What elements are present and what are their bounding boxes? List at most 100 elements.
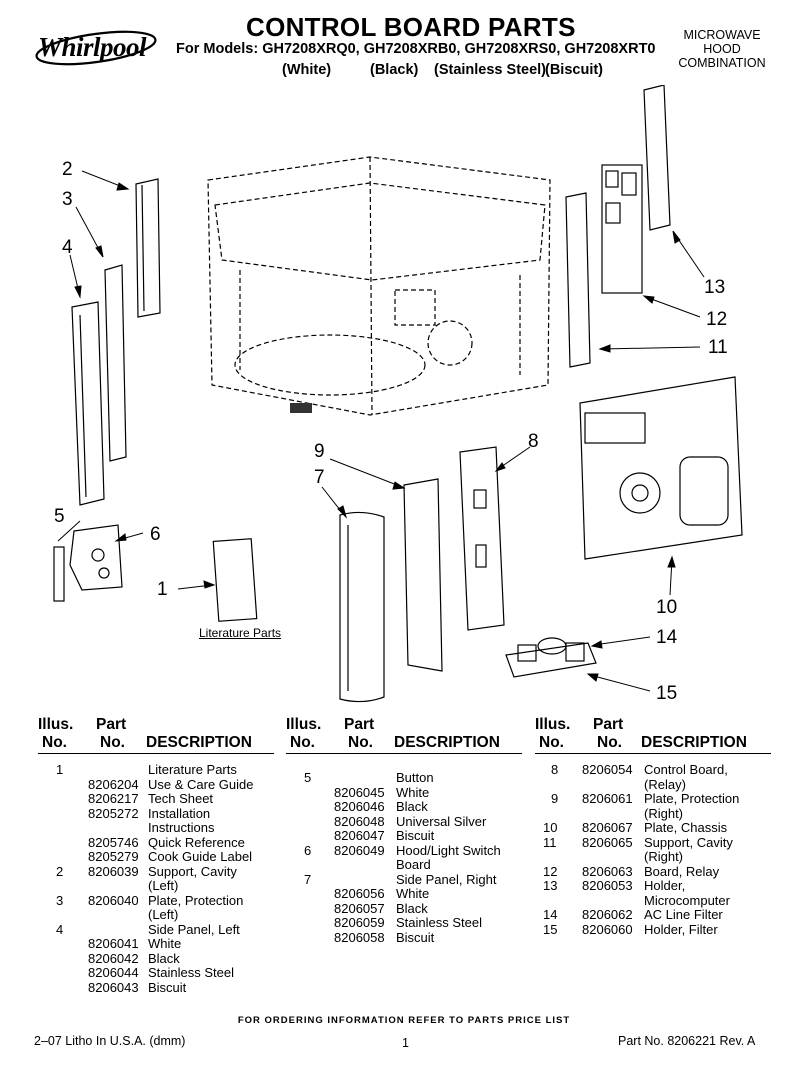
cavity-chassis bbox=[207, 156, 551, 416]
part-5-button bbox=[53, 546, 65, 602]
callout-10: 10 bbox=[656, 597, 677, 618]
header-illus: Illus. bbox=[286, 716, 322, 733]
callout-1: 1 bbox=[157, 579, 168, 600]
finish-white: (White) bbox=[282, 62, 332, 78]
table-row: Board bbox=[396, 857, 431, 872]
header-part: Part bbox=[593, 716, 624, 733]
callout-8-9: 9 bbox=[314, 441, 325, 462]
callout-13: 13 bbox=[704, 277, 725, 298]
table-row: (Relay) bbox=[644, 776, 686, 792]
page-title: CONTROL BOARD PARTS bbox=[246, 12, 576, 42]
table-row: (Right) bbox=[644, 849, 684, 864]
product-type-line: COMBINATION bbox=[678, 56, 766, 70]
callout-2: 2 bbox=[62, 159, 73, 180]
header-part-no: No. bbox=[348, 734, 373, 751]
chassis-vent bbox=[290, 403, 312, 413]
header-illus: Illus. bbox=[38, 716, 74, 733]
part-12-relay-board bbox=[601, 164, 643, 294]
part-6-switch-board bbox=[69, 524, 123, 591]
header-illus-no: No. bbox=[290, 734, 315, 751]
header-part: Part bbox=[344, 716, 375, 733]
callout-7: 7 bbox=[314, 467, 325, 488]
table-row: (Left) bbox=[148, 878, 179, 893]
callout-8: 8 bbox=[528, 431, 539, 452]
product-type-line: HOOD bbox=[703, 42, 741, 56]
header-illus: Illus. bbox=[535, 716, 571, 733]
part-14-ac-line-filter bbox=[537, 637, 567, 655]
callout-12: 12 bbox=[706, 309, 727, 330]
logo-swoosh-icon bbox=[35, 30, 157, 66]
finish-biscuit: (Biscuit) bbox=[545, 62, 603, 78]
part-1-literature bbox=[212, 538, 258, 622]
models-line: For Models: GH7208XRQ0, GH7208XRB0, GH72… bbox=[176, 41, 656, 57]
finish-black: (Black) bbox=[370, 62, 419, 78]
header-part: Part bbox=[96, 716, 127, 733]
part-4-side-panel-left bbox=[71, 301, 105, 506]
brand-name: Whirlpool bbox=[38, 32, 147, 62]
header-illus-no: No. bbox=[539, 734, 564, 751]
callout-6: 6 bbox=[150, 524, 161, 545]
header-part-no: No. bbox=[100, 734, 125, 751]
header-description: DESCRIPTION bbox=[641, 734, 747, 751]
part-10-chassis-plate bbox=[579, 376, 743, 560]
table-header: Illus. No. Part No. DESCRIPTION bbox=[535, 716, 771, 754]
callout-3: 3 bbox=[62, 189, 73, 210]
callout-14: 14 bbox=[656, 627, 678, 648]
callout-4: 4 bbox=[62, 237, 73, 258]
part-13-microcomputer-holder bbox=[643, 85, 671, 231]
table-row: (Left) bbox=[148, 907, 179, 922]
ordering-note: FOR ORDERING INFORMATION REFER TO PARTS … bbox=[237, 1015, 571, 1026]
literature-parts-label: Literature Parts bbox=[199, 626, 282, 640]
callout-labels: 1 2 3 4 5 6 7 9 8 10 11 12 13 14 15 bbox=[54, 159, 728, 704]
part-11-support-right bbox=[565, 192, 591, 368]
part-9-plate-right bbox=[403, 478, 443, 672]
product-type-line: MICROWAVE bbox=[683, 28, 761, 42]
header-illus-no: No. bbox=[42, 734, 67, 751]
callout-15: 15 bbox=[656, 683, 677, 704]
product-type: MICROWAVE HOOD COMBINATION bbox=[672, 28, 772, 70]
finish-stainless: (Stainless Steel) bbox=[434, 62, 547, 78]
document-part-number: Part No. 8206221 Rev. A bbox=[618, 1034, 756, 1048]
part-2-support-left bbox=[135, 178, 161, 318]
page-number: 1 bbox=[402, 1036, 409, 1050]
part-15-filter-holder bbox=[505, 642, 597, 678]
parts-illustration: 1 2 3 4 5 6 7 9 8 10 11 12 13 14 15 bbox=[53, 85, 743, 704]
table-row: (Right) bbox=[644, 805, 684, 821]
table-header: Illus. No. Part No. DESCRIPTION bbox=[38, 716, 274, 754]
